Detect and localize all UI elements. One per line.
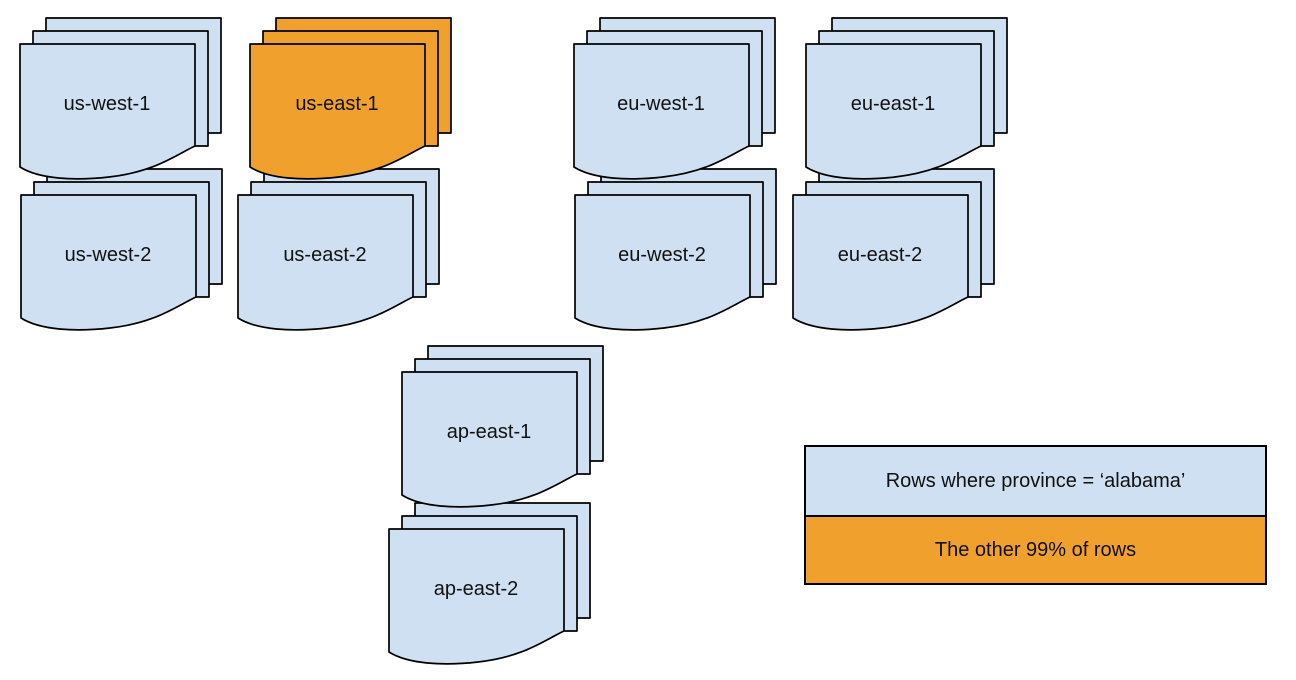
document-stack-icon: us-east-2 <box>237 168 440 331</box>
region-label-eu-west-2: eu-west-2 <box>618 244 706 266</box>
document-stack-icon: eu-west-2 <box>574 168 777 331</box>
region-label-ap-east-1: ap-east-1 <box>447 421 532 443</box>
region-stack-ap-east-2: ap-east-2 <box>388 502 591 666</box>
legend-label-alabama-rows: Rows where province = ‘alabama’ <box>885 469 1186 492</box>
region-stack-eu-east-2: eu-east-2 <box>792 168 995 332</box>
region-stack-us-west-2: us-west-2 <box>20 168 223 332</box>
document-stack-icon: us-west-2 <box>20 168 223 331</box>
region-stack-eu-west-1: eu-west-1 <box>573 17 776 181</box>
region-stack-us-east-1: us-east-1 <box>249 17 452 181</box>
document-stack-icon: eu-west-1 <box>573 17 776 180</box>
legend: Rows where province = ‘alabama’ The othe… <box>804 445 1267 585</box>
document-stack-icon: us-west-1 <box>19 17 222 180</box>
legend-row-alabama-rows: Rows where province = ‘alabama’ <box>806 447 1265 515</box>
region-label-ap-east-2: ap-east-2 <box>434 578 519 600</box>
region-label-eu-east-1: eu-east-1 <box>851 93 936 115</box>
document-stack-icon: us-east-1 <box>249 17 452 180</box>
region-label-us-west-2: us-west-2 <box>65 244 152 266</box>
region-stack-eu-east-1: eu-east-1 <box>805 17 1008 181</box>
region-label-us-east-1: us-east-1 <box>295 93 378 115</box>
document-stack-icon: ap-east-1 <box>401 345 604 508</box>
region-label-eu-west-1: eu-west-1 <box>617 93 705 115</box>
region-stack-us-east-2: us-east-2 <box>237 168 440 332</box>
legend-label-other-rows: The other 99% of rows <box>934 538 1137 561</box>
document-stack-icon: ap-east-2 <box>388 502 591 665</box>
region-label-us-west-1: us-west-1 <box>64 93 151 115</box>
region-label-eu-east-2: eu-east-2 <box>838 244 923 266</box>
document-stack-icon: eu-east-1 <box>805 17 1008 180</box>
region-stack-us-west-1: us-west-1 <box>19 17 222 181</box>
document-stack-icon: eu-east-2 <box>792 168 995 331</box>
legend-row-other-rows: The other 99% of rows <box>806 515 1265 583</box>
region-stack-eu-west-2: eu-west-2 <box>574 168 777 332</box>
region-stack-ap-east-1: ap-east-1 <box>401 345 604 509</box>
region-label-us-east-2: us-east-2 <box>283 244 366 266</box>
